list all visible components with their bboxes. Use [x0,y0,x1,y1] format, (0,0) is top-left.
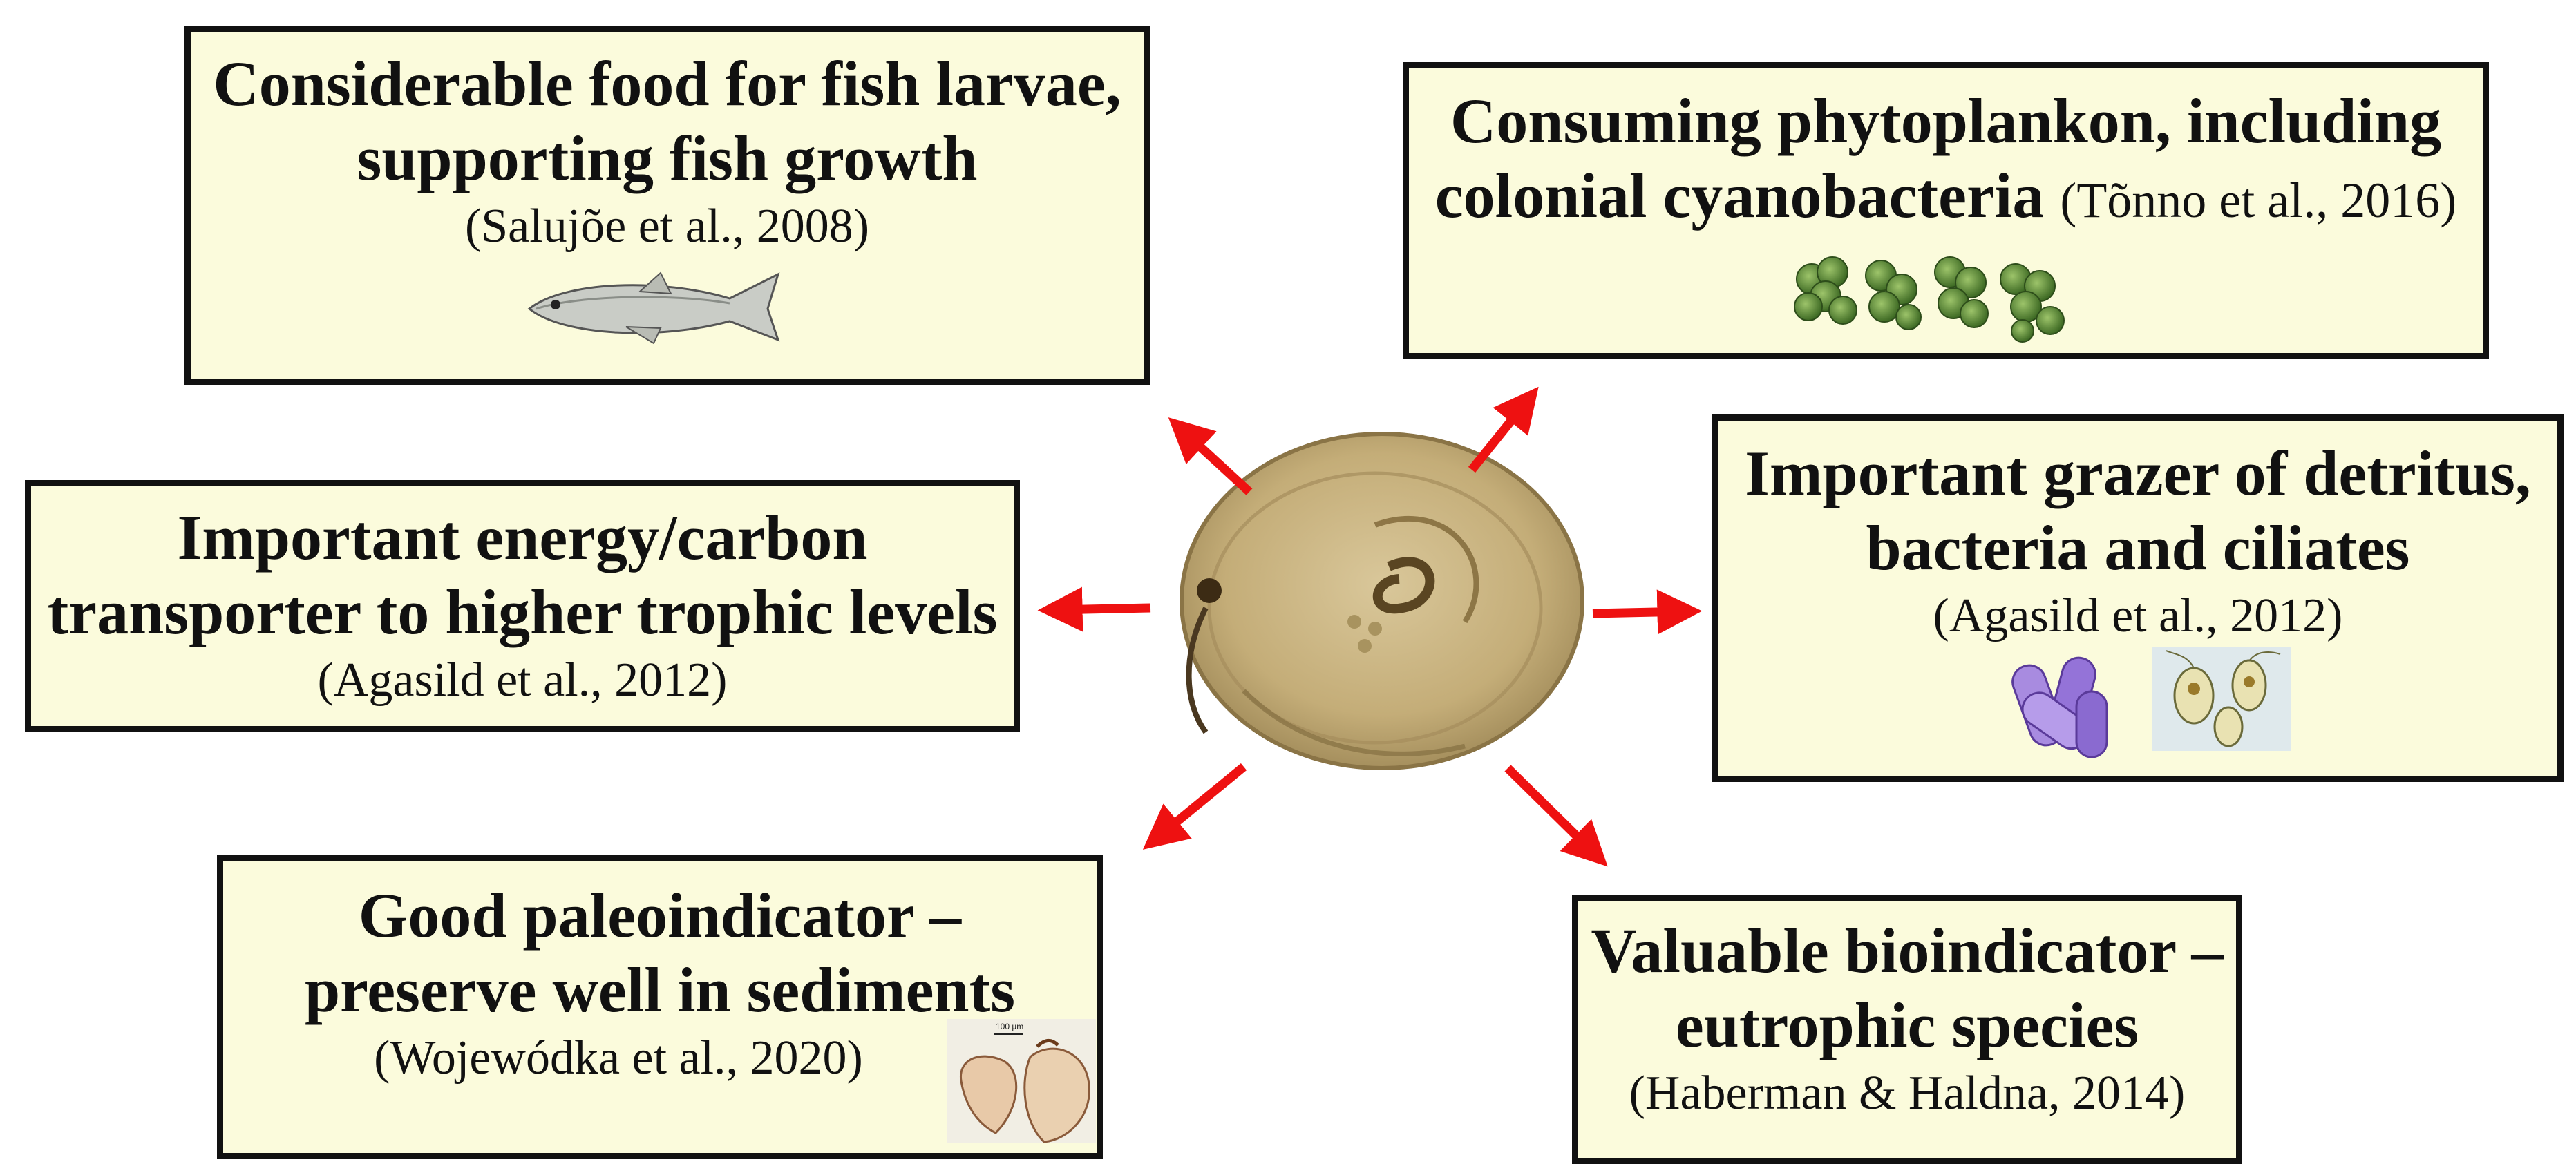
box-title-line2: colonial cyanobacteria [1435,160,2045,231]
cyanobacteria-colony-image [1788,241,2078,345]
box-reference: (Salujõe et al., 2008) [191,195,1144,258]
box-title-line2-row: colonial cyanobacteria (Tõnno et al., 20… [1409,158,2483,238]
box-title-line1: Consuming phytoplankon, including [1409,84,2483,158]
box-reference: (Haberman & Haldna, 2014) [1578,1062,2236,1125]
arrow-icon [1180,428,1249,492]
box-reference: (Agasild et al., 2012) [31,649,1014,712]
box-title-line1: Good paleoindicator – [223,878,1097,953]
arrow-icon [1593,611,1686,613]
box-bioindicator: Valuable bioindicator – eutrophic specie… [1572,895,2242,1164]
sediment-shell-image: 100 µm [947,1019,1096,1143]
box-reference: (Tõnno et al., 2016) [2060,173,2456,228]
box-grazer: Important grazer of detritus, bacteria a… [1712,414,2564,782]
bacteria-image [2007,643,2125,761]
box-fish-food: Considerable food for fish larvae, suppo… [184,26,1150,385]
box-title-line1: Important grazer of detritus, [1718,436,2557,511]
box-title-line2: eutrophic species [1578,988,2236,1062]
box-paleoindicator: Good paleoindicator – preserve well in s… [217,855,1103,1159]
box-title-line2: preserve well in sediments [223,953,1097,1027]
arrow-icon [1472,399,1528,470]
box-title-line1: Important energy/carbon [31,500,1014,575]
shell-drawing [947,1019,1096,1143]
box-reference: (Agasild et al., 2012) [1718,585,2557,647]
box-title-line1: Considerable food for fish larvae, [191,46,1144,121]
ciliate-image [2152,647,2291,751]
box-phytoplankton: Consuming phytoplankon, including coloni… [1403,62,2489,359]
arrow-icon [1508,768,1596,855]
box-title-line2: supporting fish growth [191,121,1144,195]
box-title-line2: bacteria and ciliates [1718,511,2557,585]
scale-bar-label: 100 µm [996,1022,1023,1031]
arrow-icon [1054,608,1150,610]
box-energy-transporter: Important energy/carbon transporter to h… [25,480,1020,732]
arrow-icon [1155,767,1244,839]
fish-image [522,260,813,357]
box-title-line2: transporter to higher trophic levels [31,575,1014,649]
box-title-line1: Valuable bioindicator – [1578,913,2236,988]
